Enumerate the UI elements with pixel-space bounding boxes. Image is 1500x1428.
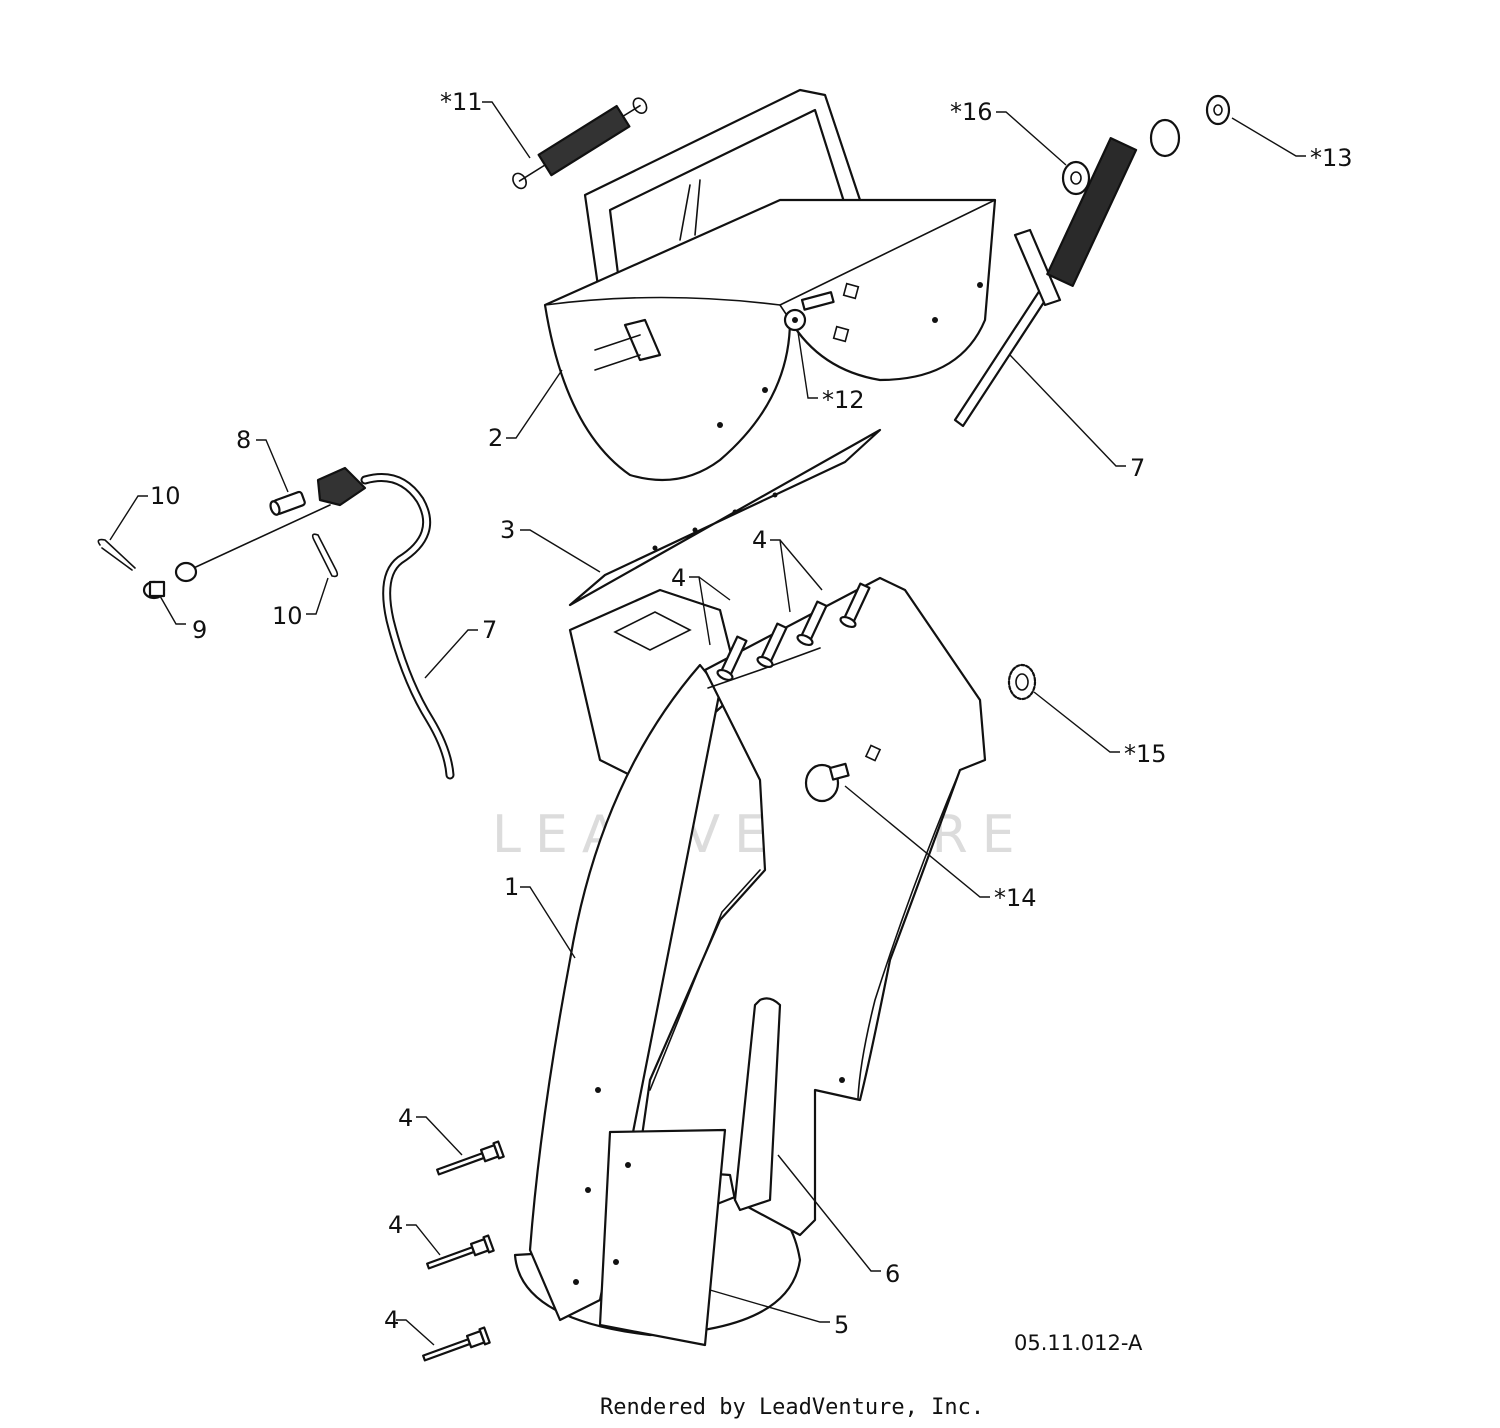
callout-10-mid: 10 bbox=[272, 602, 303, 630]
part-15-gear-nut bbox=[1007, 663, 1037, 701]
part-8-pin bbox=[269, 490, 306, 516]
callout-1: 1 bbox=[504, 873, 519, 901]
callout-12: *12 bbox=[822, 386, 865, 414]
part-1-chute-body bbox=[513, 576, 987, 1337]
callout-4-a: 4 bbox=[671, 564, 686, 592]
callout-6: 6 bbox=[885, 1260, 900, 1288]
drawing-number: 05.11.012-A bbox=[1014, 1331, 1143, 1355]
callout-2: 2 bbox=[488, 424, 503, 452]
callout-7-rod: 7 bbox=[1130, 454, 1145, 482]
callout-10-left: 10 bbox=[150, 482, 181, 510]
part-7-control-rod bbox=[953, 118, 1181, 428]
part-9-bushing bbox=[142, 580, 166, 600]
part-4-pins-top bbox=[716, 582, 871, 682]
part-6-strip bbox=[733, 997, 782, 1212]
callout-4-c: 4 bbox=[398, 1104, 413, 1132]
callout-4-d: 4 bbox=[388, 1211, 403, 1239]
callout-8: 8 bbox=[236, 426, 251, 454]
rendered-by-footer: Rendered by LeadVenture, Inc. bbox=[600, 1395, 984, 1420]
callout-9: 9 bbox=[192, 616, 207, 644]
callout-4-e: 4 bbox=[384, 1306, 399, 1334]
callout-3: 3 bbox=[500, 516, 515, 544]
callout-14: *14 bbox=[994, 884, 1037, 912]
part-4-rivets-lower bbox=[422, 1140, 505, 1362]
leader-lines bbox=[109, 101, 1306, 1346]
part-5-plate bbox=[598, 1128, 727, 1347]
part-10-clip-left bbox=[97, 538, 136, 571]
part-10-clip-mid bbox=[311, 533, 339, 578]
part-14-knob bbox=[804, 762, 850, 803]
callout-15: *15 bbox=[1124, 740, 1167, 768]
callout-13: *13 bbox=[1310, 144, 1353, 172]
callout-11: *11 bbox=[440, 88, 483, 116]
callout-16: *16 bbox=[950, 98, 993, 126]
callout-7-cable: 7 bbox=[482, 616, 497, 644]
part-16-washer bbox=[1061, 160, 1091, 196]
part-2-deflector bbox=[543, 88, 997, 482]
part-7-cable bbox=[174, 466, 455, 780]
part-3-plate bbox=[568, 428, 882, 607]
callout-labels: *11 *16 *13 *12 2 7 8 10 9 10 7 3 4 4 *1… bbox=[150, 88, 1353, 1339]
callout-4-b: 4 bbox=[752, 526, 767, 554]
part-13-nut bbox=[1205, 94, 1231, 126]
watermark-text: LEADVENTURE bbox=[492, 805, 1029, 865]
callout-5: 5 bbox=[834, 1311, 849, 1339]
part-11-spring bbox=[512, 97, 648, 190]
